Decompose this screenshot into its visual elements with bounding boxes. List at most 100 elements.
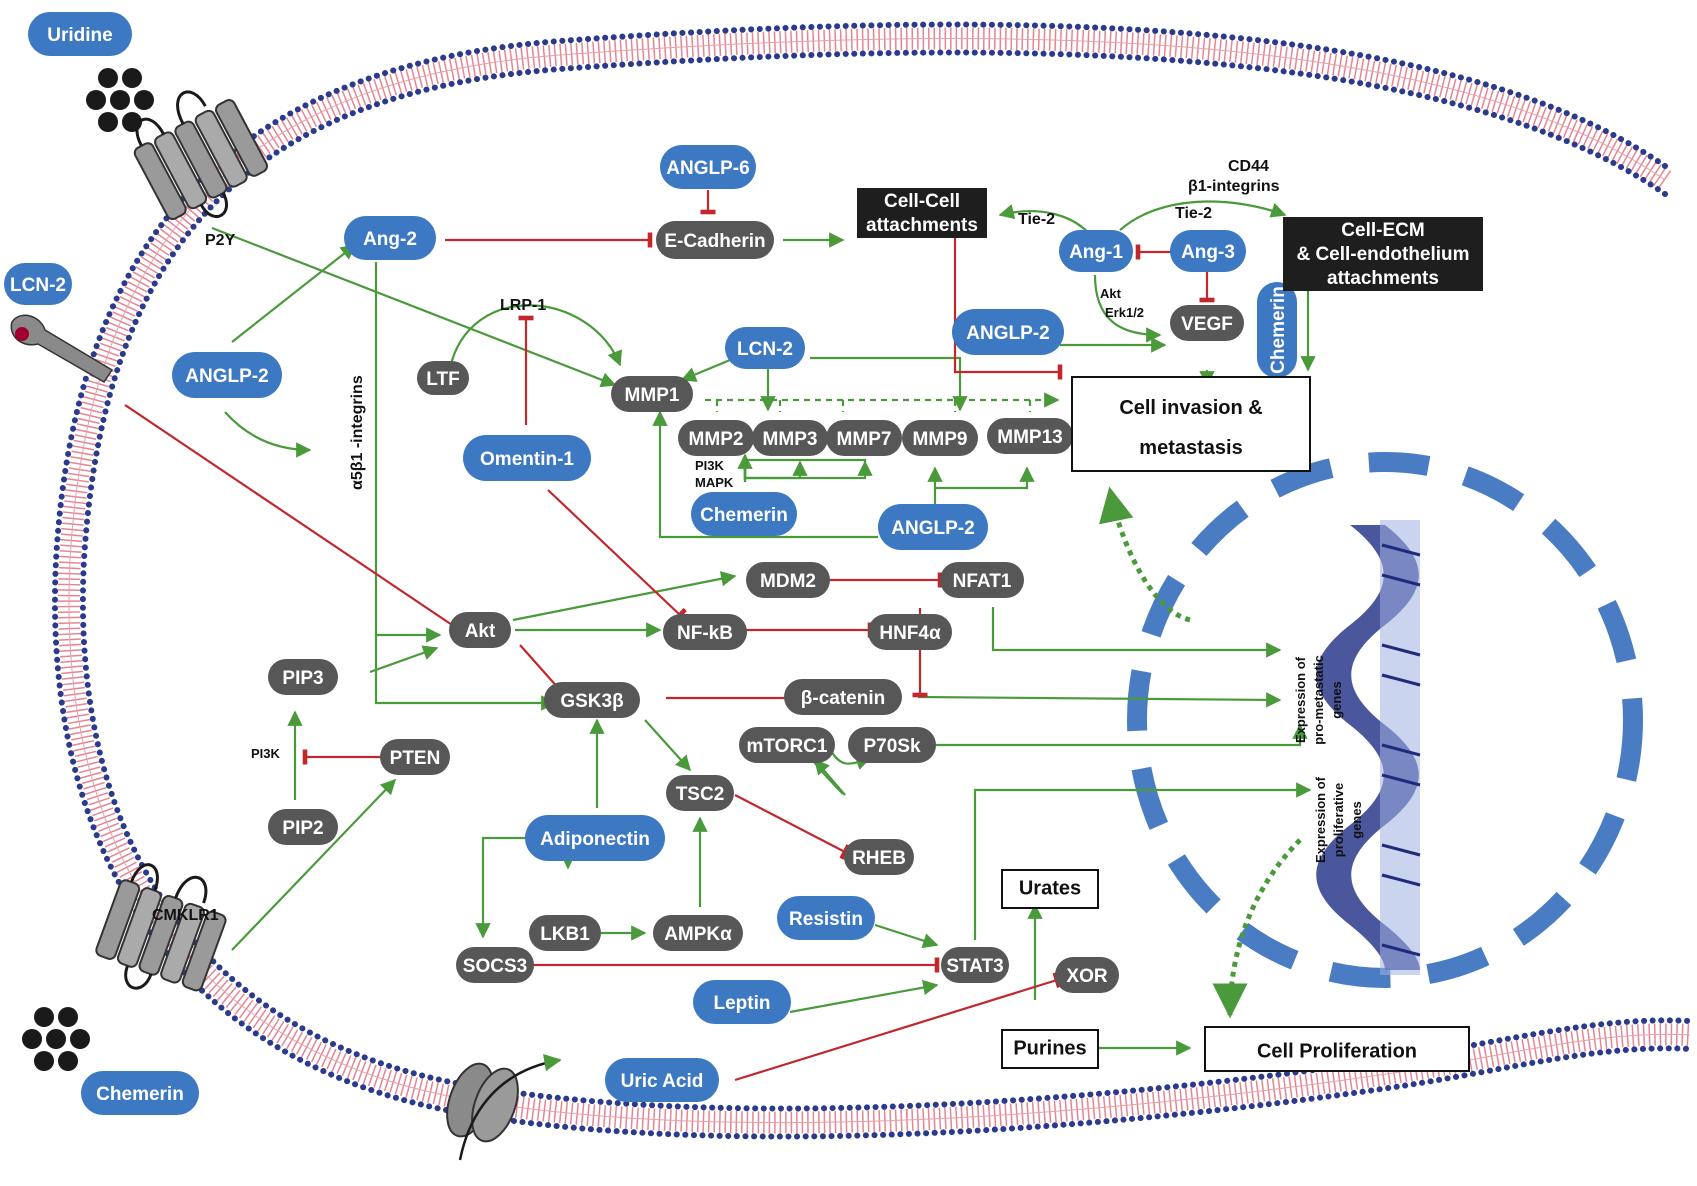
lcn2-shape (4, 263, 72, 305)
chemerin-intracellular-shape (691, 492, 797, 536)
purines-box-shape (1001, 1029, 1099, 1069)
nfkb-label: NF-kB (677, 623, 733, 644)
ligand-cluster-icon (22, 1007, 90, 1071)
omentin-shape (463, 435, 591, 481)
mmp7-node: MMP7 (826, 420, 902, 456)
purines-box: Purines (1001, 1029, 1099, 1069)
anglp2-left-label: ANGLP-2 (185, 366, 268, 387)
mmp3-label: MMP3 (763, 429, 818, 450)
mmp7-label: MMP7 (837, 429, 892, 450)
nfat1-shape (940, 562, 1024, 598)
uric-acid-node: Uric Acid (605, 1058, 719, 1102)
mmp9-node: MMP9 (902, 420, 978, 456)
omentin-label: Omentin-1 (480, 449, 574, 470)
uric-acid-label: Uric Acid (621, 1071, 704, 1092)
expr-meta-line-2: pro-metastatic (1311, 655, 1326, 745)
expression-pro-metastatic-label: Expression of pro-metastatic genes (1293, 655, 1344, 745)
pten-label: PTEN (390, 748, 441, 769)
ampka-node: AMPKα (653, 915, 743, 951)
nucleus (1127, 452, 1643, 988)
ampka-label: AMPKα (664, 924, 732, 945)
mmp1-node: MMP1 (611, 376, 693, 412)
anglp2-mid-node: ANGLP-2 (878, 504, 988, 550)
nfat1-label: NFAT1 (953, 571, 1012, 592)
ecadherin-node: E-Cadherin (656, 221, 774, 259)
adiponectin-label: Adiponectin (540, 829, 650, 850)
mtorc1-label: mTORC1 (747, 736, 828, 757)
pathway-nodes: UridineLCN-2ChemerinANGLP-6Ang-2ANGLP-2A… (4, 12, 1483, 1115)
ecadherin-shape (656, 221, 774, 259)
mmp3-node: MMP3 (752, 420, 828, 456)
stat3-label: STAT3 (946, 956, 1003, 977)
b1-integrins-label: β1-integrins (1188, 178, 1280, 195)
pip2-label: PIP2 (282, 818, 323, 839)
resistin-node: Resistin (777, 896, 875, 940)
anglp2-left-shape (172, 352, 282, 398)
adiponectin-node: Adiponectin (525, 815, 665, 861)
bcatenin-shape (784, 679, 902, 715)
cellecm-box-shape (1283, 217, 1483, 291)
cmklr1-label: CMKLR1 (152, 907, 219, 924)
akt-node: Akt (449, 612, 511, 648)
mmp9-shape (902, 420, 978, 456)
leptin-shape (693, 980, 791, 1024)
expression-proliferative-label: Expression of proliferative genes (1313, 776, 1364, 863)
leptin-node: Leptin (693, 980, 791, 1024)
adiponectin-shape (525, 815, 665, 861)
akt-small-label: Akt (1100, 286, 1122, 301)
mdm2-shape (746, 562, 830, 598)
proliferation-box: Cell Proliferation (1204, 1026, 1470, 1072)
gpcr-receptor-icon (95, 863, 227, 992)
ligand-cluster-icon (86, 68, 154, 132)
mmp1-label: MMP1 (625, 385, 680, 406)
lcn2-intracellular-label: LCN-2 (737, 339, 793, 360)
rheb-shape (844, 839, 914, 875)
ltf-node: LTF (417, 361, 469, 395)
expr-prol-line-3: genes (1349, 801, 1364, 839)
expr-prol-line-1: Expression of (1313, 776, 1328, 863)
lcn2-receptor-icon (10, 314, 114, 384)
bcatenin-label: β-catenin (801, 688, 885, 709)
p2y-label: P2Y (205, 232, 236, 249)
expr-meta-line-3: genes (1329, 681, 1344, 719)
invasion-box: Cell invasion & metastasis (1071, 376, 1311, 472)
mmp3-shape (752, 420, 828, 456)
nfat1-node: NFAT1 (940, 562, 1024, 598)
mmp2-shape (678, 420, 754, 456)
urates-box: Urates (1001, 869, 1099, 909)
ang2-node: Ang-2 (344, 216, 436, 260)
lrp1-label: LRP-1 (500, 297, 546, 314)
cellcell-line-1: Cell-Cell (884, 191, 960, 212)
mmp7-shape (826, 420, 902, 456)
ang1-node: Ang-1 (1059, 230, 1133, 272)
tsc2-label: TSC2 (676, 784, 725, 805)
chemerin-vertical-shape (1257, 282, 1297, 378)
akt-label: Akt (465, 621, 496, 642)
mmp13-node: MMP13 (987, 418, 1073, 454)
anglp6-node: ANGLP-6 (660, 145, 756, 189)
erk-label: Erk1/2 (1105, 305, 1144, 320)
ang2-shape (344, 216, 436, 260)
vegf-label: VEGF (1181, 314, 1233, 335)
p70sk-label: P70Sk (863, 736, 920, 757)
lcn2-intracellular-shape (725, 327, 805, 369)
invasion-line-1: Cell invasion & (1119, 397, 1262, 419)
pi3k-mapk-label-1: PI3K (695, 458, 725, 473)
cd44-label: CD44 (1228, 158, 1269, 175)
chemerin-node: Chemerin (81, 1071, 199, 1115)
anglp6-label: ANGLP-6 (666, 158, 749, 179)
ltf-label: LTF (426, 369, 459, 390)
pip3-shape (268, 659, 338, 695)
tie2-left-label: Tie-2 (1018, 211, 1055, 228)
mdm2-label: MDM2 (760, 571, 816, 592)
mmp1-shape (611, 376, 693, 412)
mmp13-shape (987, 418, 1073, 454)
hnf4a-node: HNF4α (868, 614, 952, 650)
lkb1-shape (529, 915, 601, 951)
mmp9-label: MMP9 (913, 429, 968, 450)
proliferation-box-shape (1204, 1026, 1470, 1072)
omentin-node: Omentin-1 (463, 435, 591, 481)
chemerin-vertical-label: Chemerin (1268, 286, 1289, 374)
invasion-line-2: metastasis (1139, 437, 1242, 459)
uric-acid-shape (605, 1058, 719, 1102)
